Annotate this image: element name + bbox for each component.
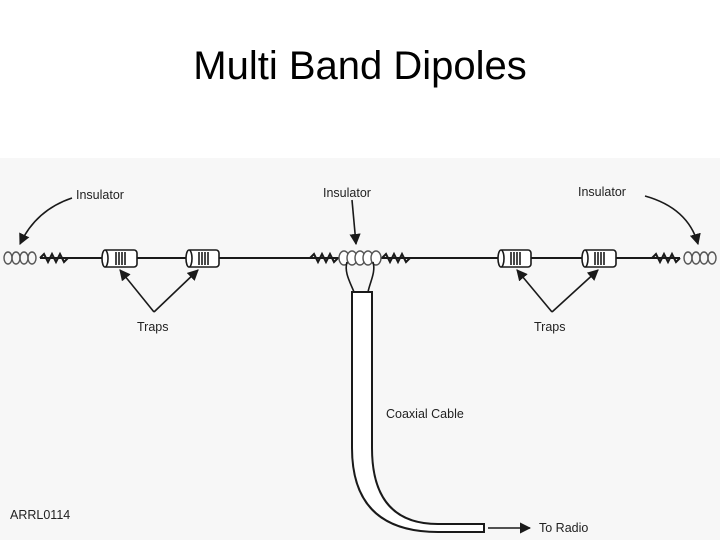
arrow-traps-left-2 — [153, 269, 199, 313]
right-end-insulator — [683, 251, 717, 265]
label-to-radio: To Radio — [539, 521, 589, 535]
label-insulator-center: Insulator — [323, 186, 371, 200]
slide-title: Multi Band Dipoles — [193, 44, 527, 88]
right-end-coil — [651, 251, 681, 265]
label-traps-left: Traps — [137, 320, 169, 334]
trap-left-2 — [185, 249, 220, 268]
arrow-traps-right-1 — [516, 269, 553, 313]
center-right-coil — [381, 251, 411, 265]
label-insulator-left: Insulator — [76, 188, 124, 202]
center-left-coil — [309, 251, 339, 265]
arrow-insulator-center — [349, 199, 361, 246]
trap-left-1 — [101, 249, 138, 268]
feed-wire-left — [345, 261, 355, 293]
left-end-insulator — [3, 251, 37, 265]
feed-wire-right — [367, 261, 375, 293]
trap-right-1 — [497, 249, 532, 268]
left-end-coil — [39, 251, 69, 265]
coaxial-cable — [351, 291, 485, 533]
label-figure-id: ARRL0114 — [10, 508, 71, 522]
label-insulator-right: Insulator — [578, 185, 626, 199]
arrow-traps-right-2 — [551, 269, 599, 313]
center-insulator — [338, 250, 382, 266]
label-coaxial-cable: Coaxial Cable — [386, 407, 464, 421]
trap-right-2 — [581, 249, 617, 268]
arrow-insulator-right — [644, 195, 701, 246]
label-traps-right: Traps — [534, 320, 566, 334]
arrow-insulator-left — [19, 197, 73, 246]
arrow-traps-left-1 — [119, 269, 155, 313]
